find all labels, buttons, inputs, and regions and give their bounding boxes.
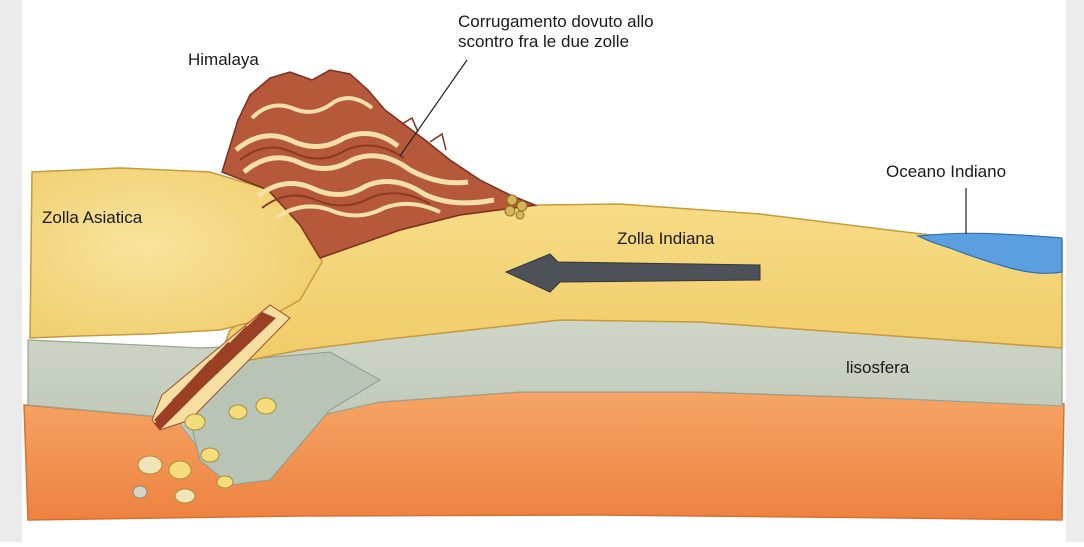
label-zolla-asiatica: Zolla Asiatica (42, 208, 142, 228)
label-corrugamento: Corrugamento dovuto allo scontro fra le … (458, 12, 654, 52)
label-zolla-indiana: Zolla Indiana (617, 229, 714, 249)
label-corrugamento-line2: scontro fra le due zolle (458, 32, 654, 52)
label-himalaya: Himalaya (188, 50, 259, 70)
left-margin (0, 0, 22, 542)
label-corrugamento-line1: Corrugamento dovuto allo (458, 12, 654, 32)
label-lisosfera: lisosfera (846, 358, 909, 378)
label-oceano-indiano: Oceano Indiano (886, 162, 1006, 182)
right-margin (1066, 0, 1084, 542)
